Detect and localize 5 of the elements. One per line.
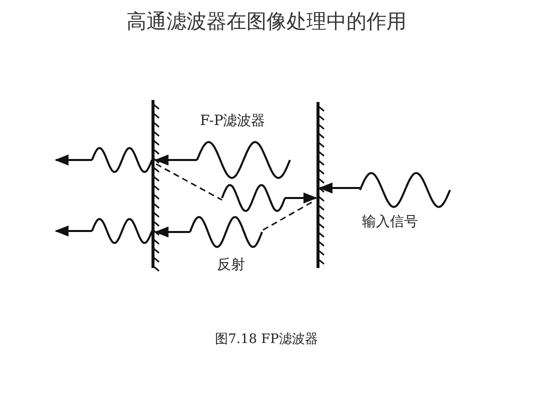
title: 高通滤波器在图像处理中的作用 [126,8,408,35]
caption: 图7.18 FP滤波器 [214,331,319,348]
label: 反射 [217,256,245,274]
label: 输入信号 [362,213,418,231]
label: F-P滤波器 [200,112,266,130]
